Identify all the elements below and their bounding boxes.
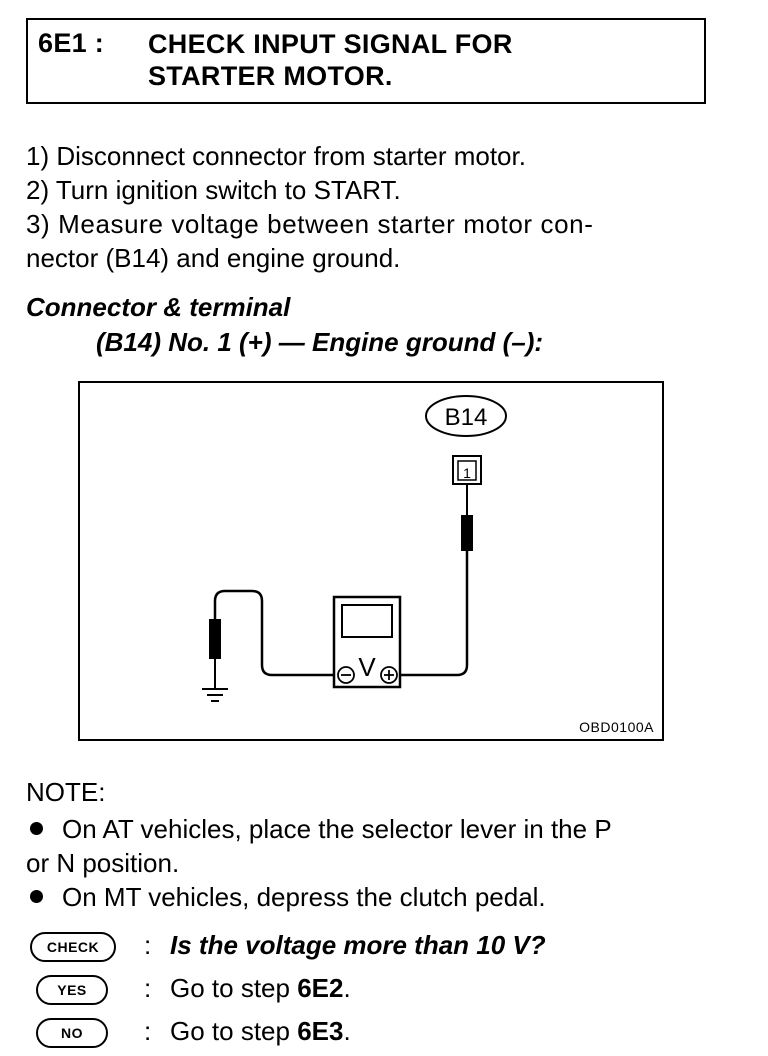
procedure-step-3: 3) Measure voltage between starter motor…	[26, 209, 594, 239]
bullet-icon	[30, 822, 43, 835]
check-row: CHECK : Is the voltage more than 10 V?	[26, 926, 746, 966]
note-item: On AT vehicles, place the selector lever…	[26, 812, 726, 880]
check-colon: :	[144, 930, 152, 960]
note-item-text-cont: or N position.	[26, 848, 180, 878]
procedure-step-3-cont: nector (B14) and engine ground.	[26, 243, 401, 273]
positive-probe	[461, 515, 473, 551]
negative-probe	[209, 619, 221, 659]
yes-action-prefix: Go to step	[170, 973, 298, 1003]
note-label: NOTE:	[26, 777, 106, 807]
voltmeter-display	[341, 604, 393, 638]
no-badge: NO	[36, 1018, 108, 1048]
check-badge: CHECK	[30, 932, 116, 962]
step-header: 6E1 : CHECK INPUT SIGNAL FOR STARTER MOT…	[26, 18, 706, 104]
terminal-number: 1	[463, 465, 471, 481]
no-row: NO : Go to step 6E3.	[26, 1012, 746, 1052]
step-title-line1: CHECK INPUT SIGNAL FOR	[148, 29, 513, 59]
step-id: 6E1 :	[38, 28, 105, 58]
voltmeter-symbol: V	[358, 652, 376, 682]
negative-lead	[213, 589, 334, 677]
connector-subheading: (B14) No. 1 (+) — Engine ground (–):	[96, 327, 544, 357]
bullet-icon	[30, 890, 43, 903]
no-action-prefix: Go to step	[170, 1016, 298, 1046]
step-title-line2: STARTER MOTOR.	[148, 61, 393, 91]
wiring-diagram-svg: B14 1 V	[202, 395, 507, 702]
note-item-text: On AT vehicles, place the selector lever…	[62, 814, 612, 844]
note-list: On AT vehicles, place the selector lever…	[26, 812, 726, 914]
procedure-steps: 1) Disconnect connector from starter mot…	[26, 139, 712, 275]
connector-heading: Connector & terminal	[26, 292, 291, 322]
no-colon: :	[144, 1016, 152, 1046]
no-action-suffix: .	[343, 1016, 351, 1046]
terminal-box-inner	[457, 460, 477, 481]
yes-action: Go to step 6E2.	[170, 973, 351, 1004]
wiring-diagram: B14 1 V OBD0100A	[78, 381, 664, 741]
connector-label-ellipse	[425, 395, 507, 437]
note-item-text: On MT vehicles, depress the clutch pedal…	[62, 882, 546, 912]
figure-code: OBD0100A	[579, 719, 654, 735]
no-action: Go to step 6E3.	[170, 1016, 351, 1047]
connector-label-text: B14	[445, 404, 488, 431]
note-item: On MT vehicles, depress the clutch pedal…	[26, 880, 726, 914]
yes-badge: YES	[36, 975, 108, 1005]
yes-row: YES : Go to step 6E2.	[26, 969, 746, 1009]
yes-action-suffix: .	[343, 973, 351, 1003]
yes-colon: :	[144, 973, 152, 1003]
positive-lead	[400, 551, 469, 677]
step-title: CHECK INPUT SIGNAL FOR STARTER MOTOR.	[148, 28, 513, 92]
check-question: Is the voltage more than 10 V?	[170, 930, 546, 960]
no-step-link: 6E3	[297, 1016, 344, 1046]
yes-step-link: 6E2	[297, 973, 344, 1003]
procedure-step-1: 1) Disconnect connector from starter mot…	[26, 141, 526, 171]
procedure-step-2: 2) Turn ignition switch to START.	[26, 175, 401, 205]
